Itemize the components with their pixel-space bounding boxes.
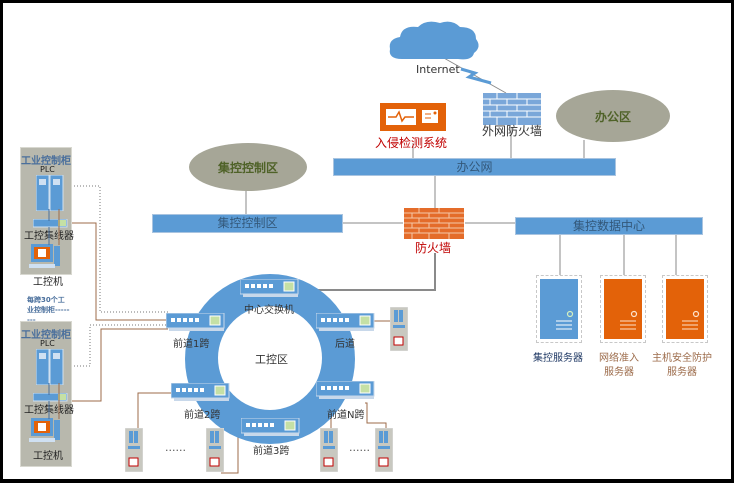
ellipsis: ...... xyxy=(165,441,186,454)
connection-lines xyxy=(65,52,677,474)
plc-label: PLC xyxy=(40,165,55,174)
switch-label: 中心交换机 xyxy=(244,305,294,316)
plc-icon xyxy=(36,349,64,385)
central-control-bar: 集控控制区 xyxy=(152,214,343,233)
switch-lane3 xyxy=(241,418,301,437)
ids-label: 入侵检测系统 xyxy=(375,136,448,150)
ellipsis: ...... xyxy=(349,441,370,454)
server-label: 主机安全防护服务器 xyxy=(652,353,712,378)
industrial-pc-icon xyxy=(29,244,60,268)
internet-label: Internet xyxy=(416,63,460,76)
plc-label: PLC xyxy=(40,339,55,348)
cabinet-internal-links xyxy=(48,383,60,419)
switch-icon xyxy=(316,313,375,331)
server-label: 网络准入服务器 xyxy=(599,353,639,378)
switch-lane2 xyxy=(171,383,231,402)
ring-center xyxy=(218,306,322,410)
server-label: 集控服务器 xyxy=(533,353,583,364)
firewall xyxy=(404,208,464,239)
ids-device-icon xyxy=(386,109,438,125)
ring-center-label: 工控区 xyxy=(255,353,288,366)
cabinet-title: 工业控制柜 xyxy=(21,156,71,167)
server-icon xyxy=(540,279,578,339)
hub-icon xyxy=(33,219,68,228)
cloud-icon xyxy=(389,21,479,60)
intrusion-detection-system xyxy=(380,103,446,131)
switch-icon xyxy=(240,279,299,297)
field-cabinet-icon xyxy=(390,307,408,351)
switch-rear xyxy=(316,313,376,332)
server-icon xyxy=(666,279,704,339)
switch-lane1 xyxy=(166,313,226,332)
switch-label: 前道3跨 xyxy=(253,446,290,457)
switch-icon xyxy=(166,313,225,331)
plc-icon xyxy=(36,175,64,211)
server-central-control xyxy=(536,275,582,343)
cabinet-title: 工业控制柜 xyxy=(21,330,71,341)
field-cabinet-icon xyxy=(375,428,393,472)
brick-wall-icon xyxy=(404,208,464,239)
office-zone: 办公区 xyxy=(556,90,670,142)
brick-wall-icon xyxy=(483,93,541,125)
external-firewall xyxy=(483,93,541,125)
switch-icon xyxy=(241,418,300,436)
central-control-zone: 集控控制区 xyxy=(189,143,307,191)
data-center-bar: 集控数据中心 xyxy=(515,217,703,235)
server-icon xyxy=(604,279,642,339)
external-firewall-label: 外网防火墙 xyxy=(482,124,543,138)
switch-laneN xyxy=(316,381,376,400)
field-cabinet-icon xyxy=(320,428,338,472)
switch-icon xyxy=(316,381,375,399)
switch-label: 前道N跨 xyxy=(327,410,365,421)
internet-cloud xyxy=(386,19,482,63)
server-network-access xyxy=(600,275,646,343)
pc-label: 工控机 xyxy=(33,277,63,288)
switch-label: 前道2跨 xyxy=(184,410,221,421)
pc-label: 工控机 xyxy=(33,451,63,462)
switch-core xyxy=(240,279,300,298)
cabinet-note: 每跨30个工业控制柜-------- xyxy=(27,296,70,324)
lightning-link xyxy=(460,67,492,85)
hub-icon xyxy=(33,393,68,402)
industrial-pc-icon xyxy=(29,418,60,442)
switch-icon xyxy=(171,383,230,401)
field-cabinet-icon xyxy=(125,428,143,472)
office-network-bar: 办公网 xyxy=(333,158,616,176)
field-cabinet-icon xyxy=(206,428,224,472)
network-topology-diagram: Internet 外网防火墙 入侵检测系统 办公区 办公网 集控控制区 集控控制 xyxy=(3,3,731,479)
switch-label: 前道1跨 xyxy=(173,339,210,350)
firewall-label: 防火墙 xyxy=(415,241,452,255)
server-host-security xyxy=(662,275,708,343)
cabinet-internal-links xyxy=(48,209,60,245)
switch-label: 后道 xyxy=(335,339,355,350)
